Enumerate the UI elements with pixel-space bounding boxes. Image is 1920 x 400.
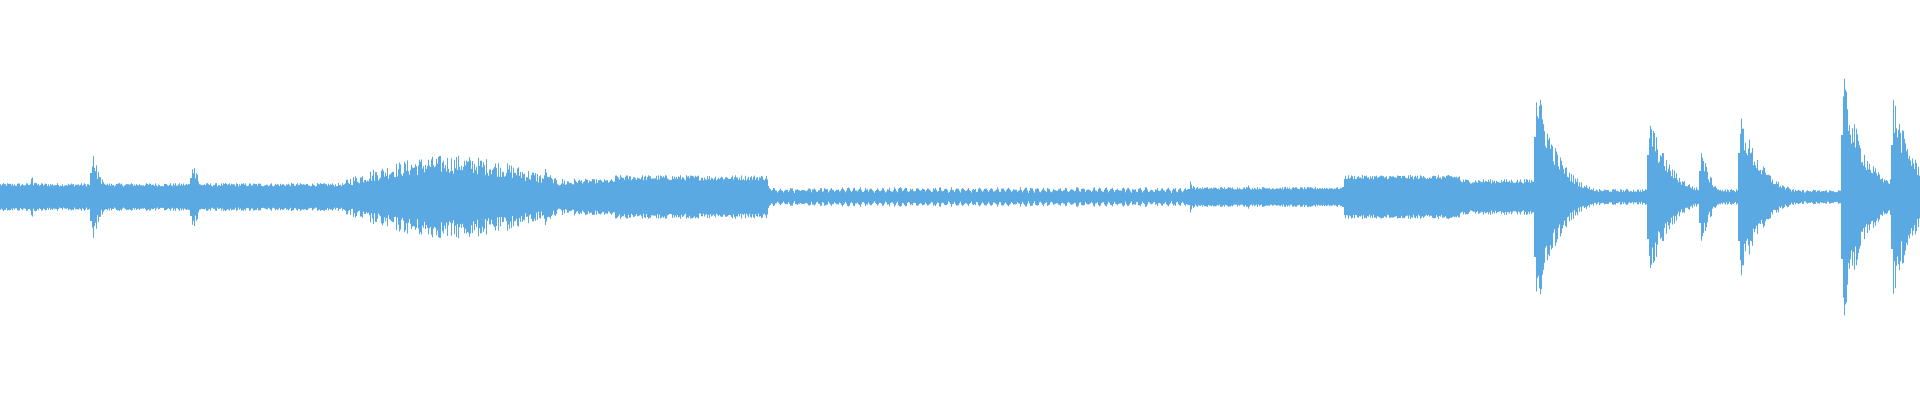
waveform-bars — [0, 78, 1920, 316]
